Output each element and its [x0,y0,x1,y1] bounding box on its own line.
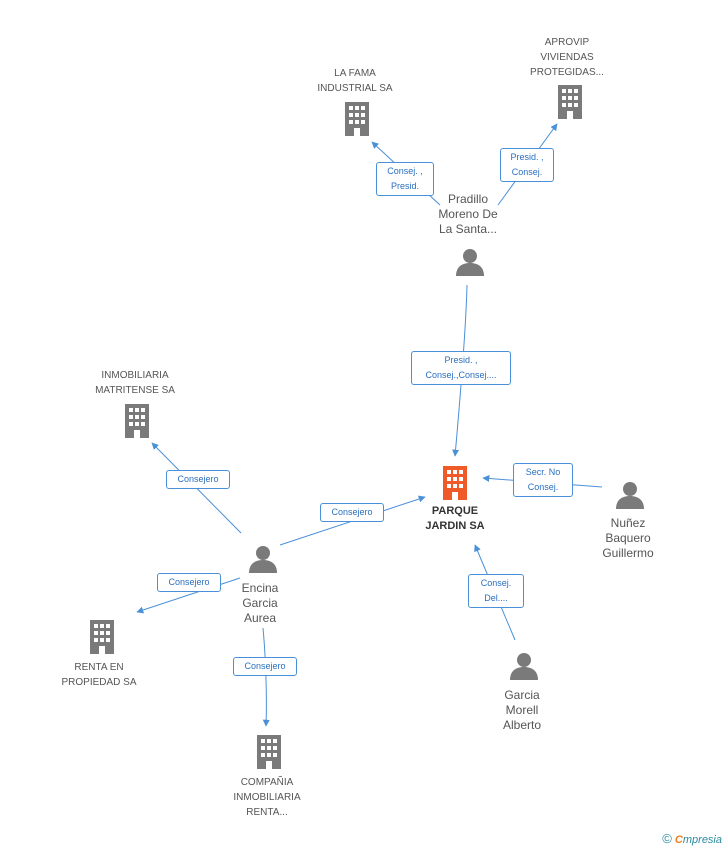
person-label-pradillo[interactable]: Pradillo Moreno De La Santa... [438,192,498,236]
person-label-garcia[interactable]: Garcia Morell Alberto [502,688,542,732]
building-icon [125,404,149,438]
building-icon [90,620,114,654]
building-icon [558,85,582,119]
edge-label-e1[interactable]: Consej. , Presid. [376,162,434,196]
company-label-compania[interactable]: COMPAÑIA INMOBILIARIA RENTA... [233,777,301,818]
company-label-lafama[interactable]: LA FAMA INDUSTRIAL SA [317,68,393,94]
edge-label-e7[interactable]: Consejero [233,657,297,676]
building-icon [257,735,281,769]
person-icon [456,249,484,276]
person-icon [510,653,538,680]
edge-e6-line [136,577,241,614]
copyright-symbol: © [662,831,672,846]
edge-label-e5[interactable]: Consejero [320,503,384,522]
edge-e7-line [262,627,270,727]
brand-logo-initial: C [674,834,683,846]
building-icon [345,102,369,136]
center-company-label[interactable]: PARQUE JARDIN SA [425,505,485,532]
brand-logo-text: mpresia [682,834,722,846]
company-label-aprovip[interactable]: APROVIP VIVIENDAS PROTEGIDAS... [530,37,604,78]
company-label-renta[interactable]: RENTA EN PROPIEDAD SA [61,662,137,688]
edge-label-e8[interactable]: Secr. No Consej. [513,463,573,497]
company-label-matritense[interactable]: INMOBILIARIA MATRITENSE SA [95,370,175,396]
person-icon [249,546,277,573]
center-building-icon [443,466,467,500]
edge-label-e3[interactable]: Presid. , Consej.,Consej.... [411,351,511,385]
brand-footer: © Cmpresia [662,831,722,846]
person-label-nunez[interactable]: Nuñez Baquero Guillermo [602,516,654,560]
edge-label-e2[interactable]: Presid. , Consej. [500,148,554,182]
person-icon [616,482,644,509]
edge-label-e4[interactable]: Consejero [166,470,230,489]
person-label-encina[interactable]: Encina Garcia Aurea [241,581,279,625]
edge-label-e6[interactable]: Consejero [157,573,221,592]
edge-label-e9[interactable]: Consej. Del.... [468,574,524,608]
